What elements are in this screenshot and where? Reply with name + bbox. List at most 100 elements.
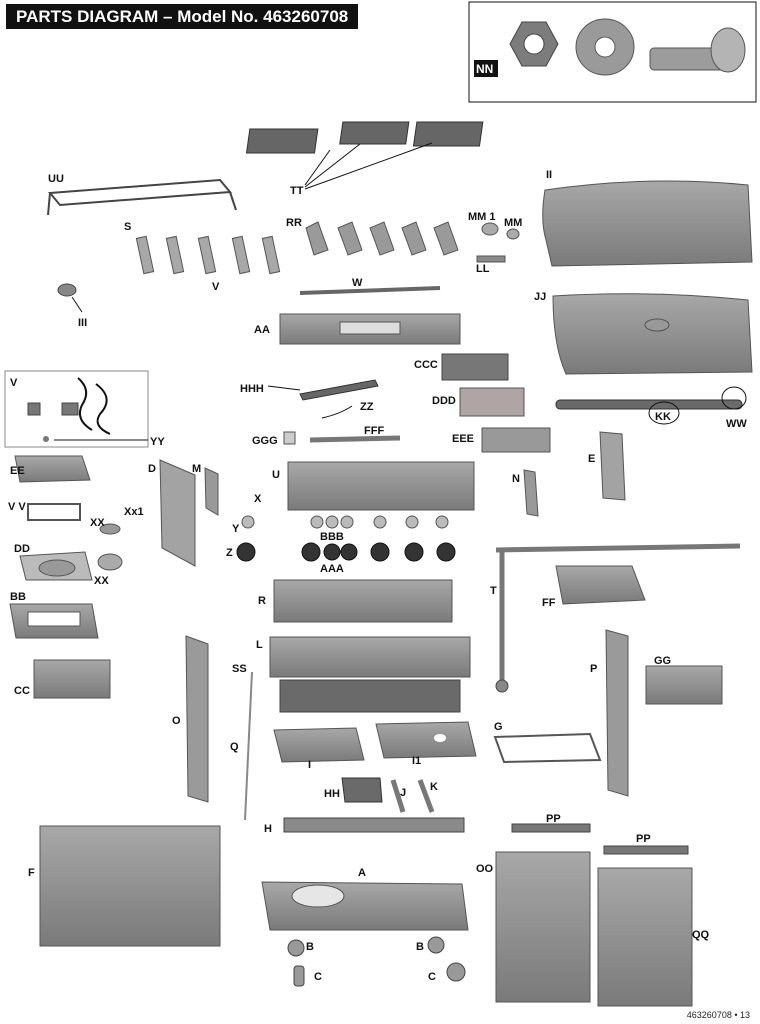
front-panel-r xyxy=(273,579,453,623)
side-panel-n xyxy=(523,469,539,517)
label-h: H xyxy=(264,823,272,835)
label-c2: C xyxy=(428,971,436,983)
label-vv: V V xyxy=(8,501,26,513)
rod-fff xyxy=(309,435,401,443)
label-xx: XX xyxy=(90,517,105,529)
side-shelf-ee xyxy=(14,455,91,483)
bracket-ll xyxy=(476,255,506,263)
label-gg: GG xyxy=(654,655,671,667)
label-hh: HH xyxy=(324,788,340,800)
lid-jj xyxy=(552,293,753,375)
knobs-bbb xyxy=(241,515,449,529)
bottom-shelf-a xyxy=(261,881,469,931)
side-panel-m xyxy=(204,467,219,516)
rail-k xyxy=(417,779,435,813)
rack-g xyxy=(493,732,602,764)
bar-pp1 xyxy=(511,823,591,833)
part-labels: TT UU S RR MM 1 MM II LL V W III AA JJ V… xyxy=(8,169,747,983)
label-d: D xyxy=(148,463,156,475)
label-m: M xyxy=(192,463,201,475)
label-b1: B xyxy=(306,941,314,953)
label-e: E xyxy=(588,453,595,465)
igniter xyxy=(57,283,83,313)
panel-ddd xyxy=(459,387,525,417)
label-uu: UU xyxy=(48,173,64,185)
door-oo xyxy=(495,851,591,1003)
bar-pp2 xyxy=(603,845,689,855)
door-o xyxy=(185,635,209,803)
label-y: Y xyxy=(232,523,240,535)
page-footer: 463260708 • 13 xyxy=(686,1010,750,1020)
crossover-w xyxy=(299,286,441,295)
label-hhh: HHH xyxy=(240,383,264,395)
label-t: T xyxy=(490,585,497,597)
casters xyxy=(287,936,466,987)
label-jj: JJ xyxy=(534,291,546,303)
label-i: I xyxy=(308,759,311,771)
bar-h xyxy=(283,817,465,833)
tray-i xyxy=(273,727,365,763)
label-b2: B xyxy=(416,941,424,953)
label-k: K xyxy=(430,781,438,793)
manifold-t xyxy=(495,543,741,693)
label-ccc: CCC xyxy=(414,359,438,371)
lid xyxy=(542,180,753,267)
control-panel-u xyxy=(287,461,475,511)
part-ggg xyxy=(283,431,296,445)
side-panel-e xyxy=(599,431,626,501)
box-cc xyxy=(33,659,111,699)
label-zz: ZZ xyxy=(360,401,374,413)
label-j: J xyxy=(400,787,406,799)
label-ff: FF xyxy=(542,597,556,609)
label-rr: RR xyxy=(286,217,302,229)
label-aa: AA xyxy=(254,324,270,336)
label-q: Q xyxy=(230,741,239,753)
label-n: N xyxy=(512,473,520,485)
panel-ccc xyxy=(441,353,509,381)
shelf-ff xyxy=(555,565,646,605)
firebox-l xyxy=(269,636,471,713)
shelf-frame-bb xyxy=(9,603,99,639)
side-panel-d xyxy=(159,459,196,567)
label-w: W xyxy=(352,277,363,289)
label-iii: III xyxy=(78,317,87,329)
side-grate-vv xyxy=(27,503,81,521)
heat-plates xyxy=(305,221,459,256)
inset-label-box xyxy=(474,60,498,77)
label-i1: I1 xyxy=(412,755,421,767)
label-mm: MM xyxy=(504,217,522,229)
part-xx xyxy=(99,523,121,535)
label-ll: LL xyxy=(476,263,490,275)
label-f: F xyxy=(28,867,35,879)
box-gg xyxy=(645,665,723,705)
label-u: U xyxy=(272,469,280,481)
label-p: P xyxy=(590,663,597,675)
label-cc: CC xyxy=(14,685,30,697)
label-tt: TT xyxy=(290,185,304,197)
panel-eee xyxy=(481,427,551,453)
label-z: Z xyxy=(226,547,233,559)
label-xx2: XX xyxy=(94,575,109,587)
label-ss: SS xyxy=(232,663,247,675)
label-ii: II xyxy=(546,169,552,181)
label-kk: KK xyxy=(655,411,671,423)
knob-mm1 xyxy=(481,222,499,236)
label-fff: FFF xyxy=(364,425,384,437)
rod-q xyxy=(244,671,253,821)
label-g: G xyxy=(494,721,503,733)
label-yy: YY xyxy=(150,436,165,448)
label-ww: WW xyxy=(726,418,747,430)
label-pp1: PP xyxy=(546,813,561,825)
label-ddd: DDD xyxy=(432,395,456,407)
inset-hardware: NN xyxy=(468,1,757,103)
side-panel-p xyxy=(605,629,629,797)
label-bbb: BBB xyxy=(320,531,344,543)
label-v-top: V xyxy=(212,281,220,293)
warming-rack xyxy=(47,178,237,216)
label-pp2: PP xyxy=(636,833,651,845)
label-v-box: V xyxy=(10,377,18,389)
back-panel-f xyxy=(39,825,221,947)
bezels-aaa xyxy=(236,542,456,562)
label-dd: DD xyxy=(14,543,30,555)
